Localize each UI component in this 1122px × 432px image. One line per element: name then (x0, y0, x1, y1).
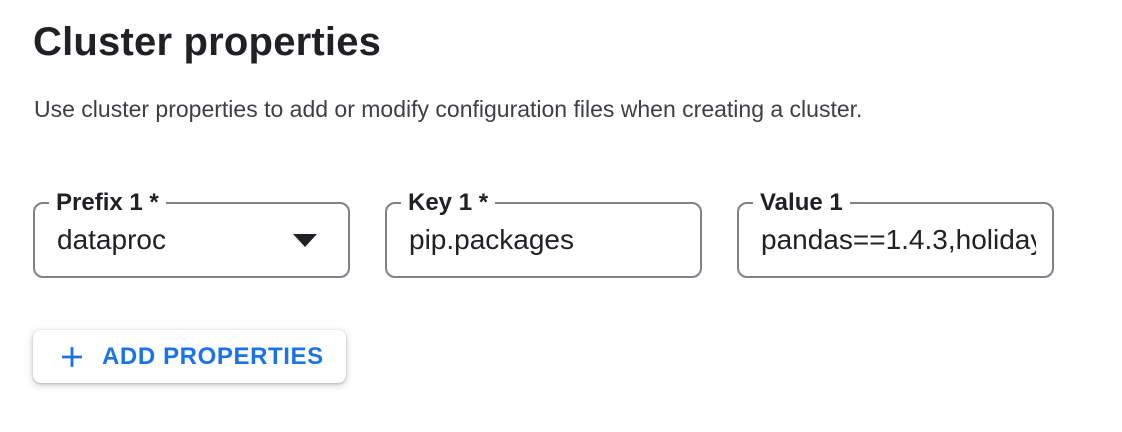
add-properties-label: ADD PROPERTIES (102, 342, 324, 370)
value-field: Value 1 (737, 188, 1054, 278)
plus-icon (55, 340, 89, 374)
key-field: Key 1 * (385, 188, 702, 278)
page-description: Use cluster properties to add or modify … (34, 96, 863, 122)
prefix-select[interactable]: Prefix 1 * dataproc (33, 188, 350, 278)
add-properties-button[interactable]: ADD PROPERTIES (33, 330, 346, 383)
key-input[interactable] (387, 204, 700, 276)
prefix-value: dataproc (57, 224, 166, 255)
property-row: Prefix 1 * dataproc Key 1 * Value 1 (33, 188, 1122, 278)
value-input[interactable] (739, 204, 1052, 276)
dropdown-arrow-icon (293, 234, 317, 247)
prefix-label: Prefix 1 * (49, 188, 166, 218)
page-title: Cluster properties (33, 20, 382, 64)
